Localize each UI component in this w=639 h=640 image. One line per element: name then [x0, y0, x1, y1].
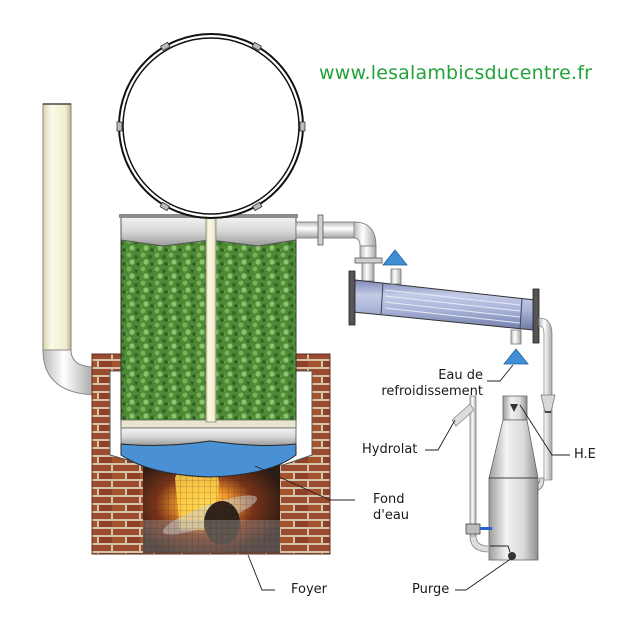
cooling-outlet-arrow-icon	[503, 348, 529, 365]
website-url[interactable]: www.lesalambicsducentre.fr	[319, 62, 593, 84]
label-foyer: Foyer	[291, 582, 328, 597]
label-water-bottom: Fond d'eau	[373, 492, 410, 523]
label-cooling-water: Eau de refroidissement	[381, 368, 483, 399]
tank	[119, 181, 298, 478]
leader-lines	[247, 364, 570, 591]
water-bottom	[120, 440, 297, 478]
condenser	[348, 268, 556, 491]
label-he: H.E	[574, 447, 596, 462]
label-hydrolat: Hydrolat	[362, 442, 418, 457]
label-purge: Purge	[412, 582, 450, 597]
vapor-pipe	[295, 214, 383, 282]
cooling-inlet-arrow-icon	[382, 249, 408, 266]
chimney	[42, 103, 114, 407]
lid	[116, 33, 306, 219]
essencier	[451, 395, 539, 561]
